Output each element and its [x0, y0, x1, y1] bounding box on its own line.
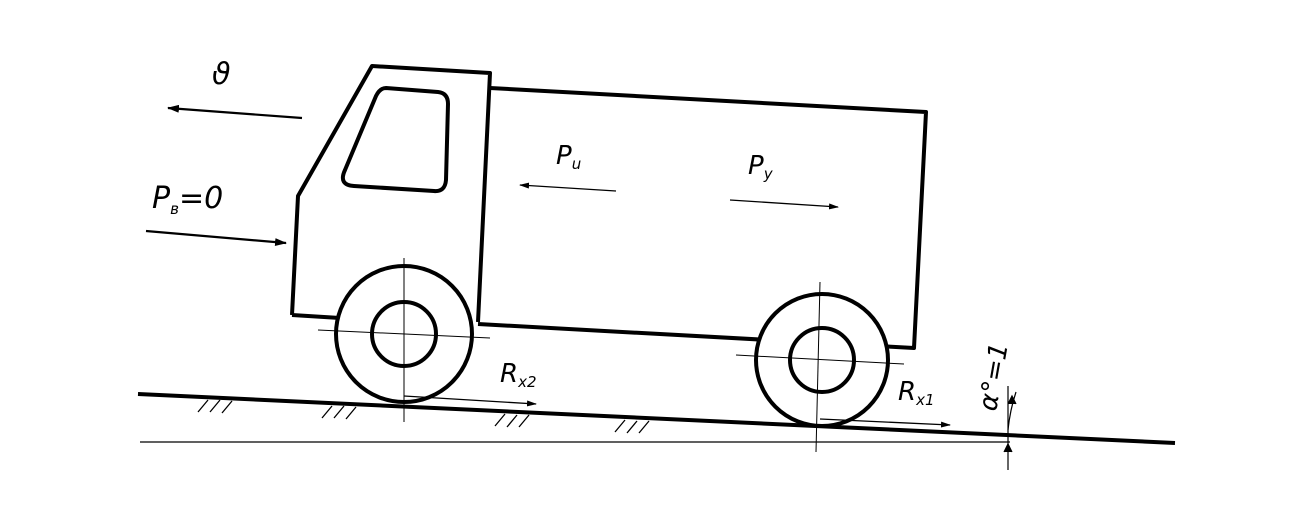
front-reaction-arrow — [819, 418, 951, 428]
cab-bottom-edge — [291, 313, 341, 320]
inertia-force-arrow — [519, 182, 617, 192]
truck-cab — [290, 64, 492, 323]
road-slope-line — [137, 392, 1176, 445]
velocity-label: ϑ — [212, 57, 231, 92]
rise-resistance-arrow — [729, 199, 839, 210]
cab-window — [340, 86, 450, 194]
rear-reaction-label: Rx2 — [500, 359, 537, 391]
rear-wheel-centerlines — [317, 258, 491, 422]
front-reaction-label: Rx1 — [898, 377, 935, 409]
ground-hatching — [197, 399, 650, 434]
air-resistance-label: Pв=0 — [152, 181, 223, 218]
angle-dimension — [1003, 386, 1017, 470]
front-wheel-centerlines — [735, 281, 905, 453]
rise-resistance-label: Py — [748, 151, 774, 183]
velocity-arrow — [167, 104, 303, 120]
air-resistance-arrow — [145, 229, 287, 247]
cargo-box — [477, 86, 928, 350]
rear-reaction-arrow — [403, 395, 537, 407]
inertia-force-label: Pu — [556, 141, 581, 173]
